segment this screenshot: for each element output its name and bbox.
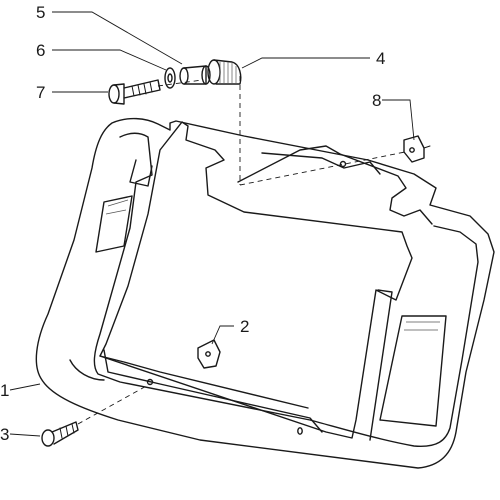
leader-3 (9, 433, 41, 437)
leader-4 (241, 57, 370, 69)
screw-upper (108, 79, 161, 105)
callout-6: 6 (36, 41, 45, 60)
carrier-plate-lower-lip-edge (99, 355, 309, 409)
carrier-plate-right-rib (369, 289, 393, 441)
callout-7: 7 (36, 83, 45, 102)
carrier-plate-lower-lip (103, 349, 323, 433)
carrier-plate (35, 117, 495, 469)
leader-6 (52, 49, 167, 71)
callout-4: 4 (376, 49, 385, 68)
left-slot-pad (95, 195, 133, 253)
screw-lower (41, 421, 79, 447)
bracket-hole (339, 160, 347, 168)
washer (164, 67, 176, 89)
carrier-plate-inner-rim (93, 132, 479, 447)
grommet (207, 59, 242, 85)
leader-5 (52, 11, 183, 65)
speed-nut-lower (197, 339, 221, 369)
leader-8 (382, 99, 415, 141)
callout-3: 3 (0, 425, 9, 444)
leader-2 (211, 325, 234, 345)
assembly-line-upper-horizontal (157, 79, 203, 87)
right-slot-pad (379, 315, 447, 427)
carrier-plate-lower-left-cradle (69, 359, 105, 381)
assembly-line-bracket (239, 151, 406, 186)
spacer-bush (179, 65, 211, 85)
leader-1 (9, 383, 41, 391)
carrier-plate-bracket-channel (261, 152, 381, 175)
carrier-plate-notch (129, 159, 153, 187)
callout-5: 5 (36, 3, 45, 22)
lower-hole-right (297, 427, 303, 435)
carrier-plate-upper-bracket (237, 145, 433, 225)
speed-nut-upper (403, 135, 431, 163)
assembly-line-lower (77, 383, 151, 425)
carrier-plate-outer-rim (35, 117, 495, 469)
callout-8: 8 (372, 91, 381, 110)
callout-1: 1 (0, 381, 9, 400)
carrier-plate-inner-well (99, 121, 413, 439)
callout-2: 2 (240, 317, 249, 336)
